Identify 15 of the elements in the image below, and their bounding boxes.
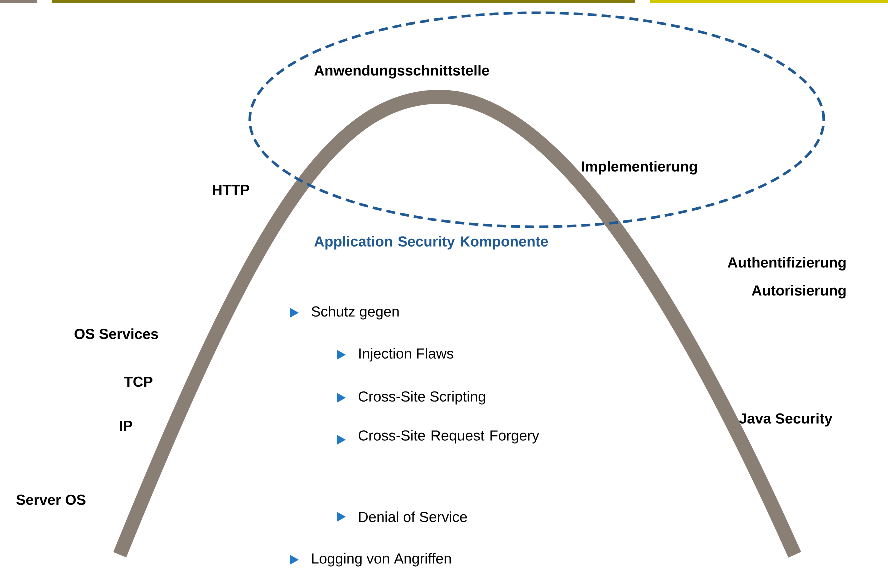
layer-label: IP (120, 421, 132, 431)
ellipse-label: Implementierung (582, 161, 698, 175)
layer-label: Server OS (16, 494, 86, 506)
bullet-item: Denial of Service (337, 512, 468, 522)
ellipse-label: Anwendungsschnittstelle (314, 65, 490, 79)
layer-label: Authentifizierung Autorisierung (728, 257, 846, 299)
layer-label: TCP (124, 376, 153, 388)
layer-label: Java Security (739, 413, 833, 427)
layer-label: OS Services (74, 328, 158, 340)
bullet-item: Cross-Site Scripting (337, 391, 486, 405)
bullet-item: Cross-Site Request Forgery (337, 430, 540, 445)
dashed-ellipse (248, 12, 826, 228)
bullet-item: Schutz gegen (290, 306, 399, 320)
bullet-item: Logging von Angriffen (290, 553, 452, 567)
bullet-item: Injection Flaws (337, 348, 454, 362)
